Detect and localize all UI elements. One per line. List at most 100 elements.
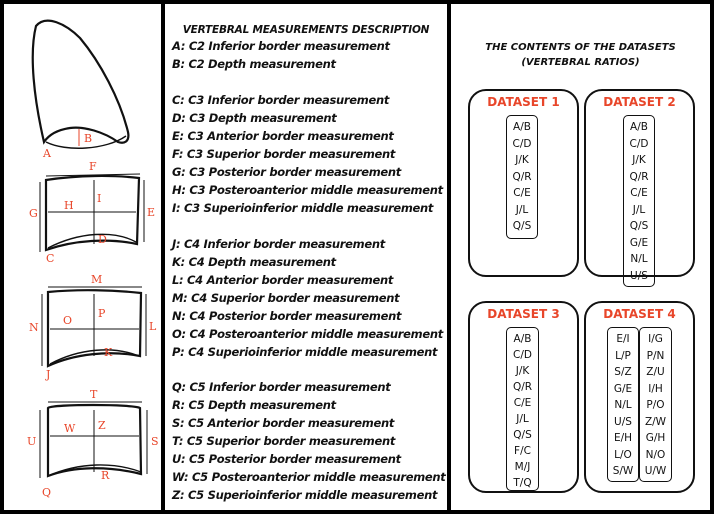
- label-h: H: [64, 199, 74, 212]
- measurement-line: A: C2 Inferior border measurement: [172, 39, 390, 53]
- measurement-line: H: C3 Posteroanterior middle measurement: [172, 183, 443, 197]
- ratio-item: U/S: [614, 415, 632, 428]
- measurement-line: L: C4 Anterior border measurement: [172, 273, 394, 287]
- ratio-item: J/K: [515, 365, 530, 377]
- ratio-item: Q/R: [512, 170, 532, 183]
- ratio-item: F/C: [514, 445, 531, 457]
- datasets-title: THE CONTENTS OF THE DATASETS: [485, 42, 676, 53]
- label-e: E: [147, 206, 155, 219]
- dataset-4-title: DATASET 4: [603, 307, 676, 321]
- ratio-item: Q/S: [629, 220, 649, 232]
- label-i: I: [97, 192, 101, 205]
- measurement-line: P: C4 Superioinferior middle measurement: [172, 345, 438, 359]
- ratio-item: U/W: [644, 465, 667, 477]
- label-b: B: [84, 132, 92, 145]
- label-u: U: [27, 435, 36, 448]
- dataset-1-title: DATASET 1: [487, 95, 560, 109]
- measurement-line: N: C4 Posterior border measurement: [172, 309, 402, 323]
- c5-vertebra: [39, 401, 148, 478]
- ratio-item: L/O: [614, 448, 632, 461]
- label-s: S: [151, 435, 159, 448]
- measurement-line: R: C5 Depth measurement: [172, 398, 336, 412]
- ratio-item: N/L: [614, 399, 632, 411]
- ratio-item: M/J: [514, 461, 531, 473]
- ratio-item: U/S: [630, 269, 648, 282]
- datasets-subtitle: (VERTEBRAL RATIOS): [521, 57, 640, 68]
- label-z: Z: [98, 419, 106, 432]
- label-g: G: [29, 207, 38, 220]
- ratio-item: Z/U: [646, 366, 665, 378]
- ratio-item: Q/R: [629, 170, 649, 183]
- measurements-description-panel: VERTEBRAL MEASUREMENTS DESCRIPTION A: C2…: [165, 4, 447, 510]
- measurement-line: B: C2 Depth measurement: [172, 57, 336, 71]
- ratio-item: P/O: [646, 399, 665, 411]
- label-r: R: [101, 469, 110, 482]
- ratio-item: Q/S: [512, 220, 532, 232]
- ratio-item: E/I: [616, 333, 630, 345]
- measurement-line: W: C5 Posteroanterior middle measurement: [172, 470, 446, 484]
- label-j: J: [45, 368, 50, 381]
- ratio-item: C/E: [630, 187, 648, 199]
- measurement-line: Q: C5 Inferior border measurement: [172, 380, 391, 394]
- dataset-1-ratio-list: A/B C/D J/K Q/R C/E J/L Q/S: [506, 115, 538, 239]
- ratio-item: C/E: [513, 187, 531, 199]
- ratio-item: C/D: [512, 137, 532, 150]
- vertebra-diagram: A B F G H I E D C M N O: [27, 19, 159, 499]
- ratio-item: J/K: [515, 154, 529, 166]
- c4-vertebra: [41, 286, 147, 368]
- label-k: K: [104, 346, 113, 359]
- measurement-line: G: C3 Posterior border measurement: [172, 165, 401, 179]
- ratio-item: G/E: [629, 236, 649, 249]
- ratio-item: I/H: [648, 382, 663, 395]
- measurement-line: E: C3 Anterior border measurement: [172, 129, 394, 143]
- label-c: C: [46, 252, 54, 265]
- dataset-1-box: DATASET 1 A/B C/D J/K Q/R C/E J/L Q/S: [468, 89, 579, 277]
- measurement-line: S: C5 Anterior border measurement: [172, 416, 395, 430]
- dataset-4-ratio-list-right: I/G P/N Z/U I/H P/O Z/W G/H N/O U/W: [639, 327, 672, 482]
- measurement-line: I: C3 Superioinferior middle measurement: [172, 201, 434, 215]
- ratio-item: J/L: [515, 203, 529, 216]
- ratio-item: N/O: [645, 448, 666, 461]
- ratio-item: T/Q: [513, 477, 532, 489]
- vertebra-diagram-panel: A B F G H I E D C M N O: [4, 4, 161, 510]
- measurement-line: U: C5 Posterior border measurement: [172, 452, 401, 466]
- measurement-line: O: C4 Posteroanterior middle measurement: [172, 327, 443, 341]
- measurement-line: D: C3 Depth measurement: [172, 111, 337, 125]
- ratio-item: J/L: [632, 203, 646, 216]
- dataset-2-box: DATASET 2 A/B C/D J/K Q/R C/E J/L Q/S G/…: [584, 89, 695, 287]
- ratio-item: N/L: [630, 253, 648, 265]
- ratio-item: J/K: [632, 154, 646, 166]
- measurement-line: K: C4 Depth measurement: [172, 255, 336, 269]
- dataset-3-title: DATASET 3: [487, 307, 560, 321]
- dataset-3-ratio-list: A/B C/D J/K Q/R C/E J/L Q/S F/C M/J T/Q: [506, 327, 539, 491]
- c2-vertebra: [31, 19, 130, 149]
- dataset-4-box: DATASET 4 E/I L/P S/Z G/E N/L U/S E/H L/…: [584, 301, 695, 493]
- ratio-item: C/D: [629, 137, 649, 150]
- measurement-line: Z: C5 Superioinferior middle measurement: [172, 488, 438, 502]
- label-a: A: [42, 147, 52, 160]
- datasets-panel: THE CONTENTS OF THE DATASETS (VERTEBRAL …: [451, 4, 710, 510]
- label-n: N: [29, 321, 39, 334]
- label-l: L: [149, 320, 157, 333]
- measurement-line: T: C5 Superior border measurement: [172, 434, 396, 448]
- ratio-item: P/N: [646, 349, 665, 362]
- label-m: M: [91, 273, 102, 286]
- ratio-item: G/H: [645, 432, 666, 444]
- ratio-item: A/B: [630, 121, 648, 133]
- ratio-item: A/B: [513, 121, 531, 133]
- measurement-line: M: C4 Superior border measurement: [172, 291, 400, 305]
- ratio-item: E/H: [613, 432, 633, 444]
- dataset-3-box: DATASET 3 A/B C/D J/K Q/R C/E J/L Q/S F/…: [468, 301, 579, 493]
- ratio-item: Q/S: [513, 429, 532, 441]
- c3-vertebra: [39, 173, 145, 252]
- ratio-item: J/L: [516, 413, 529, 425]
- measurement-line: C: C3 Inferior border measurement: [172, 93, 390, 107]
- dataset-2-title: DATASET 2: [603, 95, 676, 109]
- description-title: VERTEBRAL MEASUREMENTS DESCRIPTION: [182, 24, 430, 36]
- label-f: F: [89, 160, 97, 173]
- ratio-item: Q/R: [512, 381, 533, 393]
- label-o: O: [63, 314, 72, 327]
- ratio-item: G/E: [613, 382, 633, 395]
- label-p: P: [98, 307, 106, 320]
- dataset-4-ratio-list-left: E/I L/P S/Z G/E N/L U/S E/H L/O S/W: [607, 327, 639, 482]
